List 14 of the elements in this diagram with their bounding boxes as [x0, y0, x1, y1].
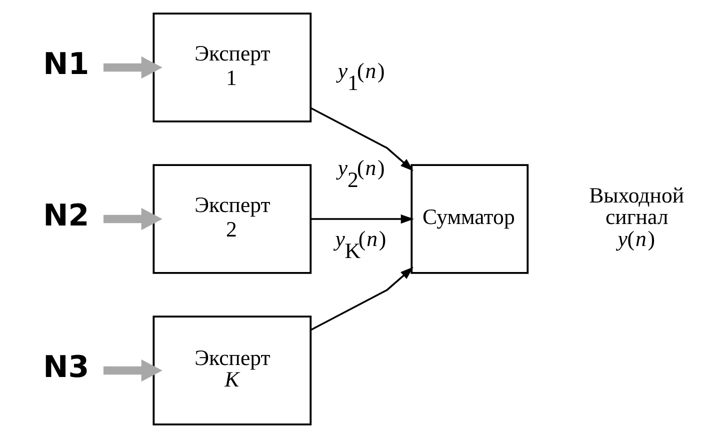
node-box: Эксперт K [152, 316, 312, 426]
arrow [310, 214, 414, 224]
node-box: Эксперт 1 [152, 12, 312, 122]
arrow [310, 266, 413, 331]
arrow [102, 359, 162, 382]
arrow [102, 56, 162, 79]
arrow [310, 107, 413, 172]
node-text: N1 [42, 46, 89, 82]
node-label: Выходной сигнал y(n) [588, 183, 684, 252]
node-box: Эксперт 2 [152, 164, 312, 274]
arrow [102, 208, 162, 230]
node-text: N2 [42, 198, 89, 234]
node-box: Сумматор [410, 164, 528, 274]
node-text: N3 [42, 350, 89, 385]
